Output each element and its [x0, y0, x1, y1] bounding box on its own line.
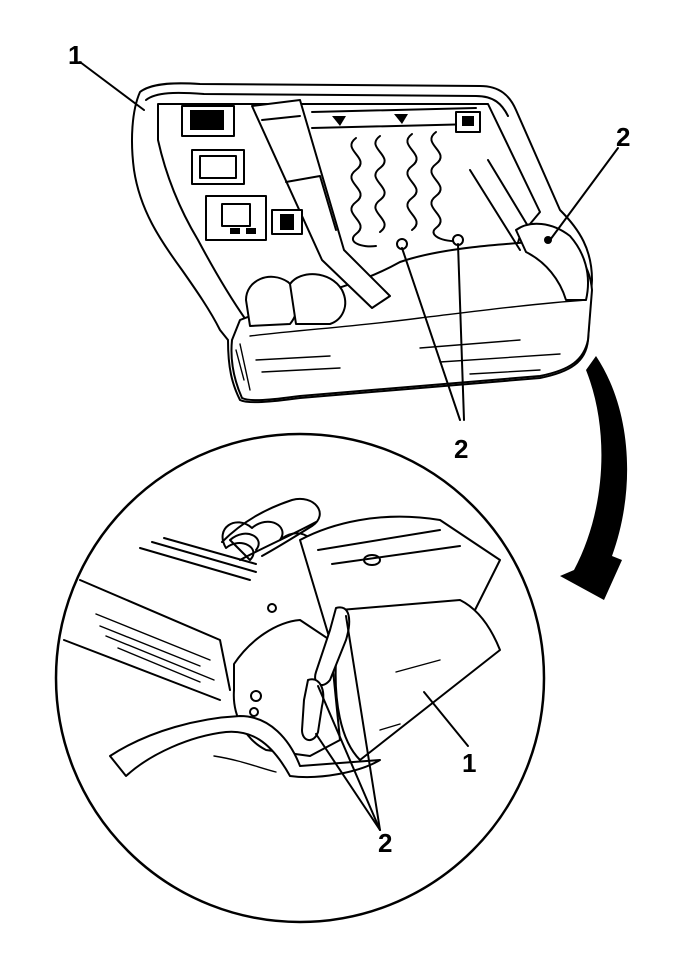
- callout-detail-clips: 2: [378, 828, 392, 858]
- leader-top-right-clip: [549, 147, 619, 241]
- leader-detail-frame: [423, 691, 469, 747]
- seat-cushion-assembly: [131, 82, 593, 404]
- detail-front-panel: [334, 599, 501, 761]
- detail-retaining-clip-upper: [314, 606, 351, 687]
- zigzag-spring-1: [350, 137, 377, 248]
- center-rail: [251, 99, 391, 309]
- curved-arrow-icon: [560, 356, 628, 600]
- leader-detail-clip-mid: [317, 685, 381, 831]
- detail-retaining-clip-lower: [301, 678, 325, 741]
- callout-detail-frame: 1: [462, 748, 476, 778]
- leader-top-frame: [79, 61, 145, 111]
- detail-cushion-foam: [109, 715, 381, 779]
- zigzag-spring-3: [406, 133, 418, 231]
- side-trim-right: [515, 222, 590, 301]
- leader-center-clip-2: [457, 243, 465, 421]
- callout-top-center-clips: 2: [454, 434, 468, 464]
- cushion-rim: [145, 91, 509, 117]
- leader-center-clip-1: [401, 247, 461, 421]
- detail-zigzag-spring: [221, 520, 312, 561]
- detail-view: [54, 432, 546, 924]
- leader-detail-clip-upper: [345, 615, 381, 831]
- zigzag-spring-2: [374, 135, 386, 233]
- callout-top-right-clip: 2: [616, 122, 630, 152]
- zigzag-spring-4: [430, 131, 463, 242]
- retaining-clip-right: [544, 236, 552, 244]
- leader-detail-clip-lower: [315, 733, 381, 831]
- callout-top-frame: 1: [68, 40, 82, 70]
